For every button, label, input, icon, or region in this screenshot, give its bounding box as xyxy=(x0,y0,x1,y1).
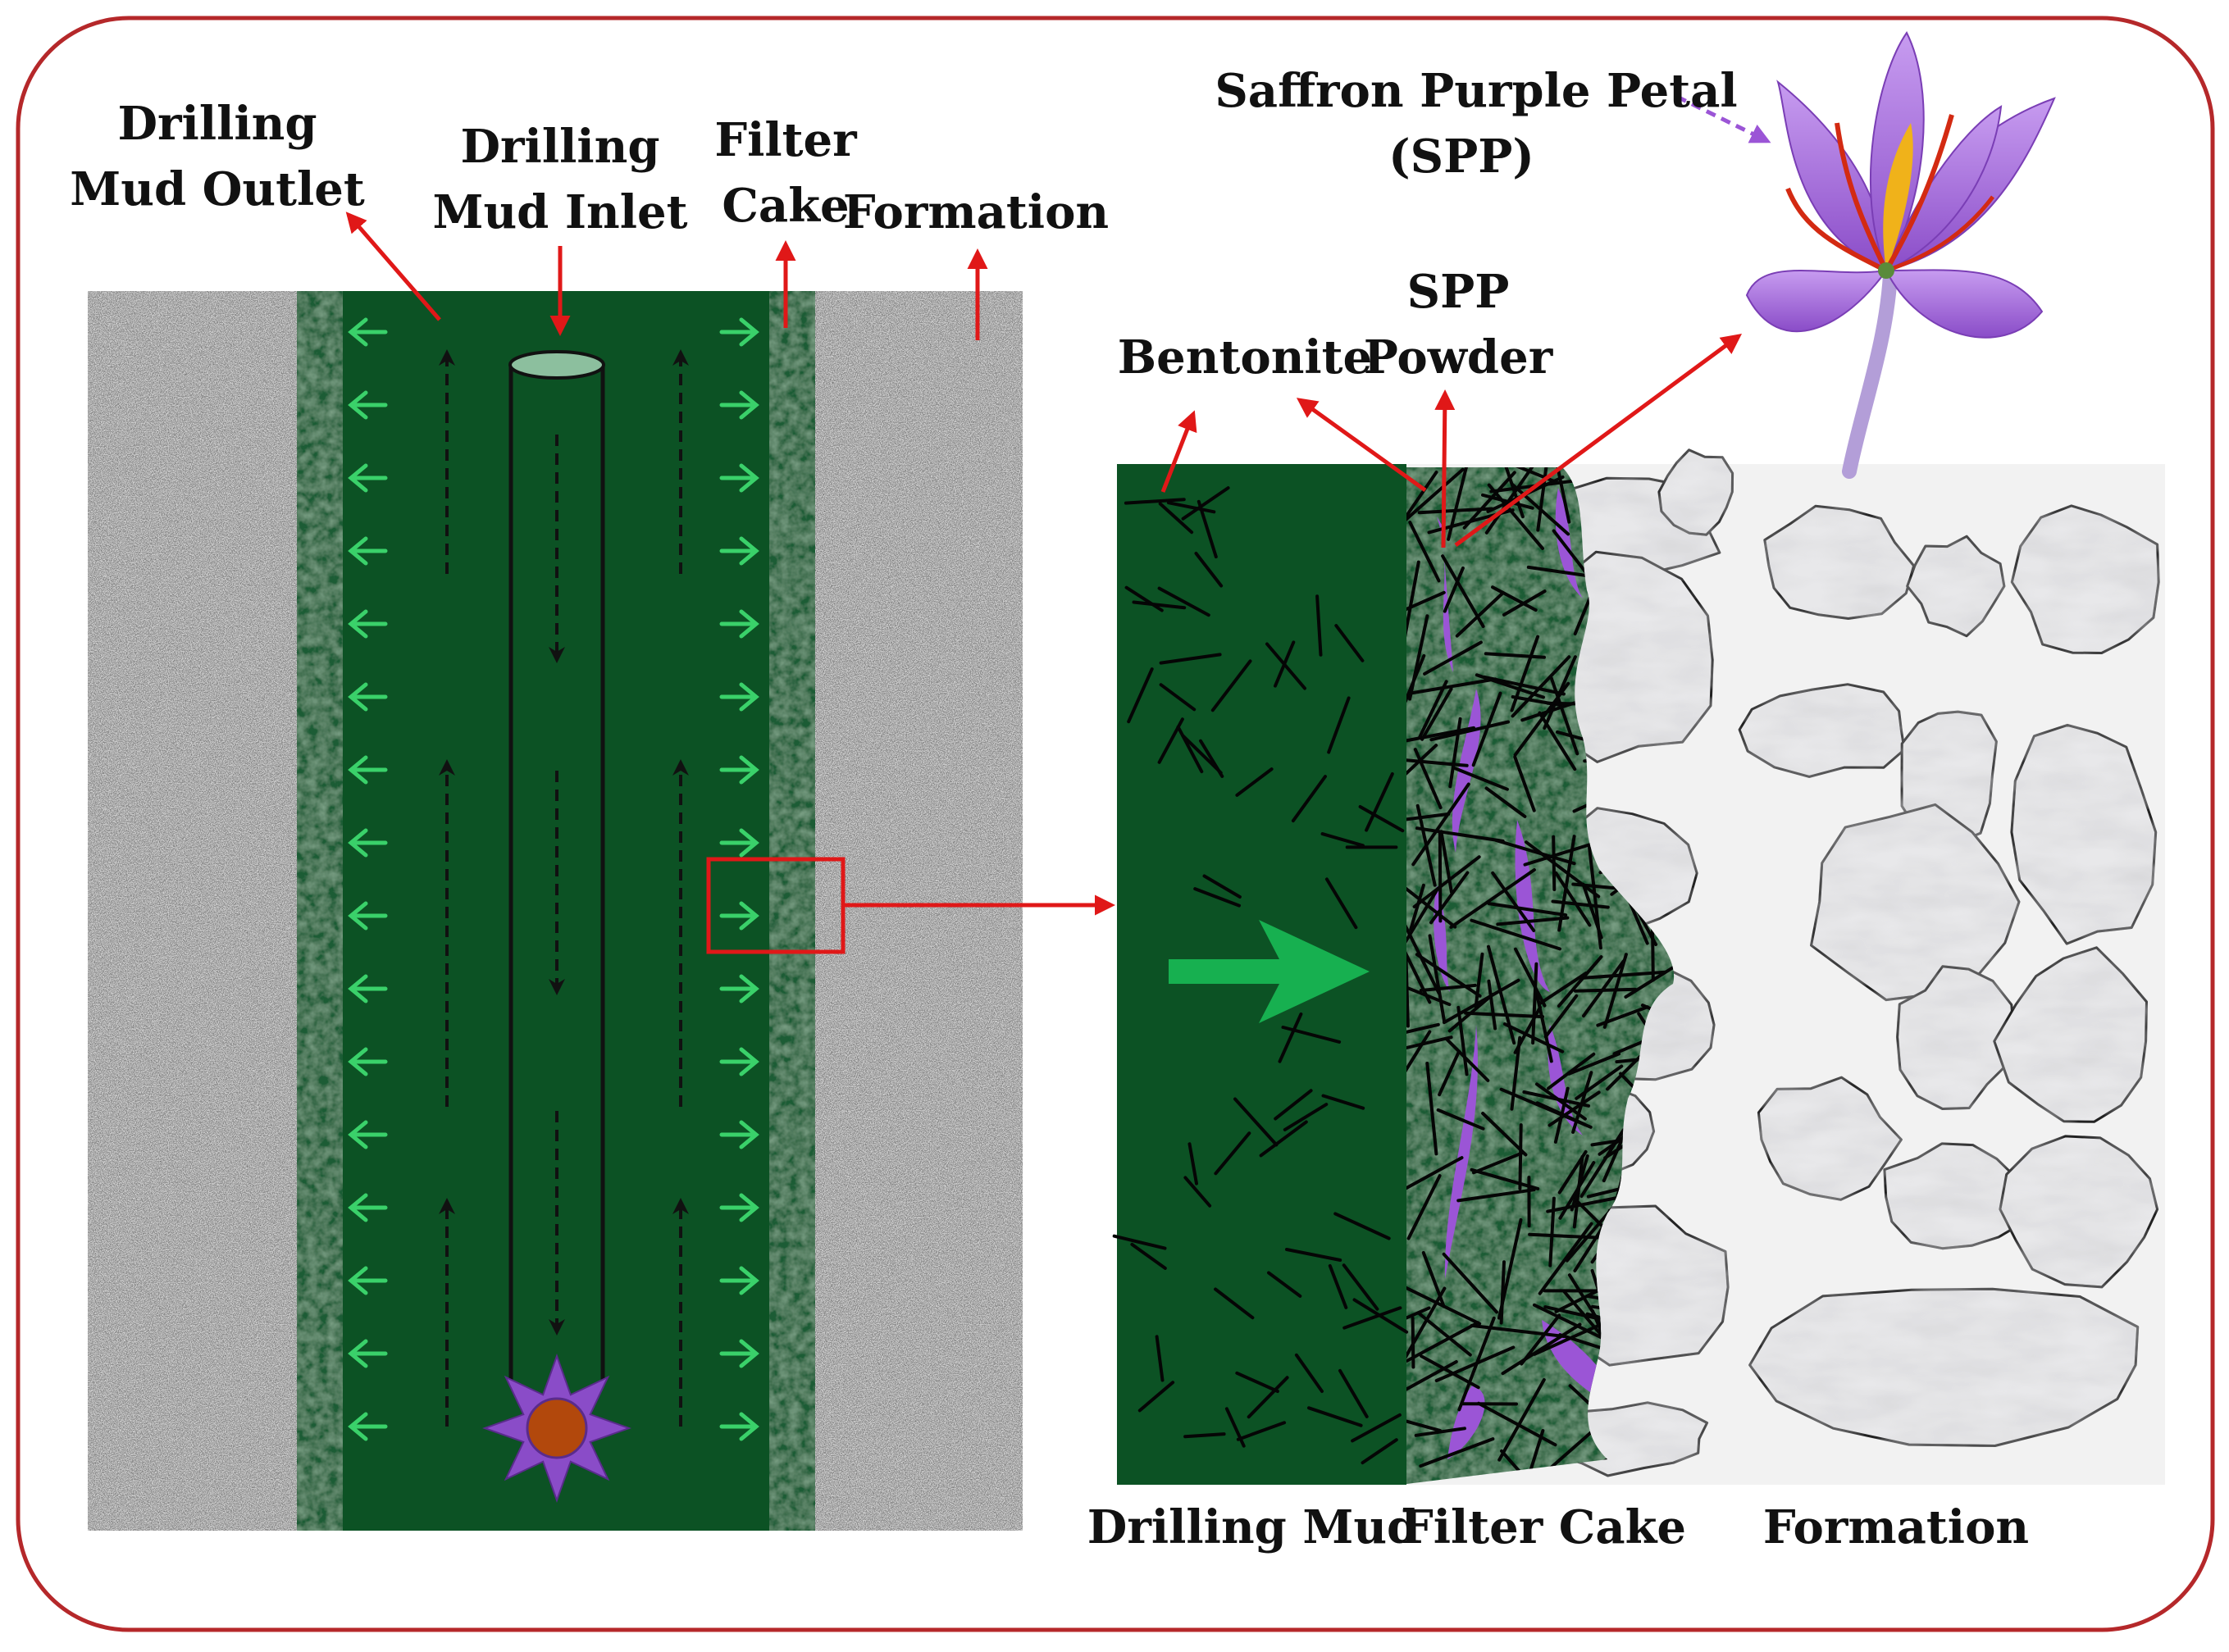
label-outlet-1: Drilling xyxy=(117,97,317,151)
label-bottom-mud: Drilling Mud xyxy=(1087,1500,1419,1554)
label-inlet-2: Mud Inlet xyxy=(432,185,687,239)
label-spp-1: SPP xyxy=(1407,265,1510,319)
label-bottom-formation: Formation xyxy=(1763,1500,2029,1554)
label-spp-2: Powder xyxy=(1364,330,1554,385)
label-outlet-2: Mud Outlet xyxy=(70,162,365,216)
bentonite-fiber xyxy=(1413,1318,1414,1368)
spp-powder-callout-arrow xyxy=(1443,394,1445,548)
bentonite-fiber xyxy=(1575,990,1635,991)
label-filter-1: Filter xyxy=(714,113,858,167)
label-bentonite: Bentonite xyxy=(1118,330,1372,385)
label-bottom-cake: Filter Cake xyxy=(1401,1500,1686,1554)
label-formation-top: Formation xyxy=(843,185,1109,239)
label-saffron-1: Saffron Purple Petal xyxy=(1215,64,1737,118)
filter-cake-right-wall xyxy=(769,291,815,1531)
label-inlet-1: Drilling xyxy=(460,120,659,174)
bentonite-fiber xyxy=(1440,833,1441,921)
drill-bit xyxy=(485,1356,629,1500)
drill-pipe-top-opening xyxy=(510,352,604,378)
label-saffron-2: (SPP) xyxy=(1388,130,1534,184)
filter-cake-left-wall xyxy=(297,291,343,1531)
label-filter-2: Cake xyxy=(722,179,849,233)
